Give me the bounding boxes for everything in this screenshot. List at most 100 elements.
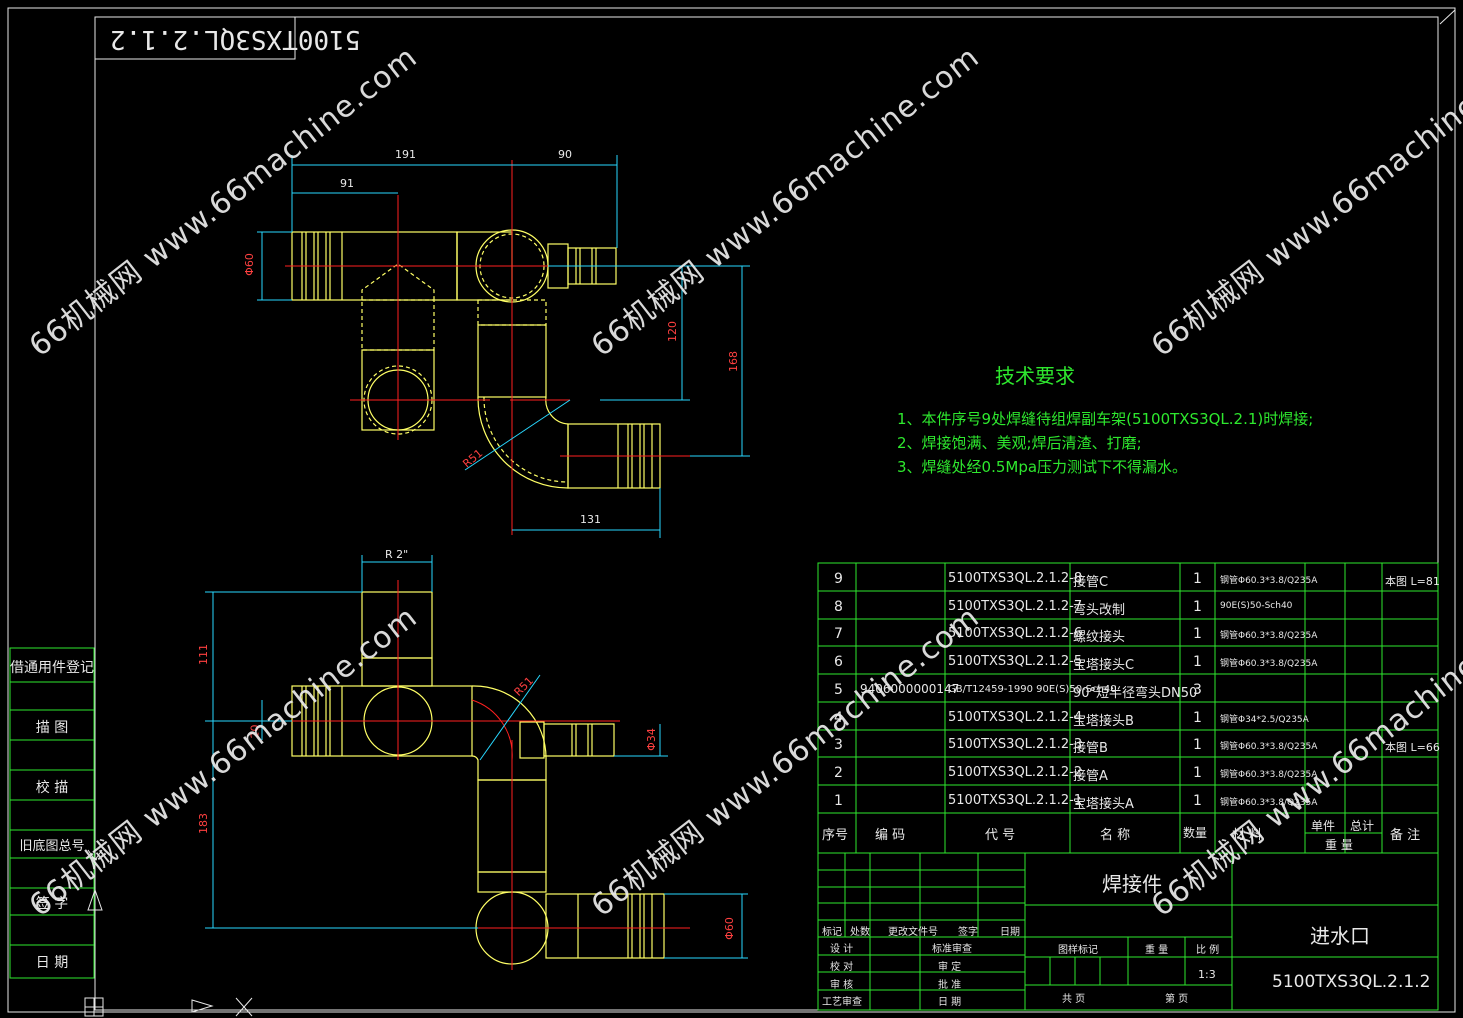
title-scale: 1:3 [1198,968,1216,981]
bom-cell-mat: 钢管Φ60.3*3.8/Q235A [1220,798,1318,808]
title-drawing-no: 5100TXS3QL.2.1.2 [1272,972,1431,992]
bom-header-code: 编 码 [875,828,906,843]
bom-cell-qty: 1 [1193,710,1202,726]
title-part-name: 进水口 [1310,924,1370,948]
bom-header-no: 序号 [822,828,849,843]
title-scale-label: 比 例 [1196,945,1220,956]
bom-cell-part: 5100TXS3QL.2.1.2-5 [948,654,1083,669]
signature-label: 批 准 [938,980,962,991]
bom-cell-part: 5100TXS3QL.2.1.2-1 [948,793,1083,808]
bom-cell-name: 90°短半径弯头DN50 [1073,686,1198,701]
dim-phi34: Φ34 [644,728,658,751]
dim-20: 20 [248,724,262,739]
side-label-trace: 描 图 [35,720,69,736]
bom-cell-no: 9 [834,571,843,587]
bom-header-qty: 数量 [1183,826,1208,840]
bom-header-mat: 材 料 [1232,828,1263,843]
title-sheet-no: 第 页 [1165,994,1189,1005]
title-weight-label: 重 量 [1145,945,1169,956]
tech-line-1: 1、本件序号9处焊缝待组焊副车架(5100TXS3QL.2.1)时焊接; [897,410,1314,428]
title-stage-label: 图样标记 [1058,945,1098,956]
bom-cell-mat: 钢管Φ34*2.5/Q235A [1220,715,1309,725]
revision-label: 日期 [1000,927,1020,938]
bom-cell-mat: 钢管Φ60.3*3.8/Q235A [1220,576,1318,586]
bom-header-part: 代 号 [985,828,1016,843]
side-label-sign: 签 字 [35,896,69,912]
signature-label: 设 计 [830,944,854,955]
bom-cell-mat: 钢管Φ60.3*3.8/Q235A [1220,742,1318,752]
bom-cell-no: 6 [834,654,843,670]
signature-label: 工艺审查 [822,997,862,1008]
bom-cell-qty: 1 [1193,599,1202,615]
bom-cell-part: GB/T12459-1990 90E(S)50-Sch40 [948,684,1117,695]
bom-cell-no: 8 [834,599,843,615]
bom-cell-name: 宝塔接头C [1073,658,1135,673]
bom-cell-no: 4 [834,710,843,726]
dim-183: 183 [197,813,210,834]
signature-label: 审 核 [830,980,854,991]
bom-cell-mat: 90E(S)50-Sch40 [1220,601,1293,611]
bom-cell-no: 2 [834,765,843,781]
dim-111: 111 [197,644,210,665]
signature-label: 校 对 [830,962,854,973]
drawing-number-stamp: 5100TXS3QL.2.1.2 [110,24,361,54]
bom-cell-name: 弯头改制 [1073,603,1126,618]
bom-cell-qty: 1 [1193,737,1202,753]
bom-cell-name: 接管C [1073,575,1109,590]
bom-cell-no: 1 [834,793,843,809]
dim-168: 168 [727,351,740,372]
revision-label: 处数 [850,927,870,938]
bom-cell-mat: 钢管Φ60.3*3.8/Q235A [1220,659,1318,669]
bom-cell-part: 5100TXS3QL.2.1.2-4 [948,710,1083,725]
side-label-check: 校 描 [35,780,69,796]
dim-191: 191 [395,148,416,161]
bom-cell-qty: 1 [1193,571,1202,587]
signature-label: 标准审查 [932,944,972,955]
bom-header-name: 名 称 [1100,828,1131,843]
bom-cell-mat: 钢管Φ60.3*3.8/Q235A [1220,631,1318,641]
bom-cell-part: 5100TXS3QL.2.1.2-7 [948,599,1083,614]
revision-label: 标记 [822,927,842,938]
tech-line-2: 2、焊接饱满、美观;焊后清渣、打磨; [897,434,1142,452]
bom-header-note: 备 注 [1390,828,1421,843]
bom-cell-qty: 1 [1193,654,1202,670]
dim-phi60-top: Φ60 [242,253,256,276]
bom-cell-name: 宝塔接头A [1073,797,1134,812]
bom-header-total: 总计 [1350,819,1375,833]
signature-label: 审 定 [938,962,962,973]
dim-90: 90 [558,148,572,161]
revision-label: 更改文件号 [888,927,938,938]
title-sheets-total: 共 页 [1062,994,1086,1005]
signature-label: 日 期 [938,997,962,1008]
bom-cell-name: 螺纹接头 [1073,630,1126,645]
dim-91: 91 [340,177,354,190]
tech-requirements-title: 技术要求 [995,364,1075,388]
bom-cell-note: 本图 L=81 [1385,575,1440,588]
bom-cell-no: 7 [834,626,843,642]
side-label-old-no: 旧底图总号 [19,839,85,854]
bom-cell-name: 接管A [1073,769,1108,784]
bom-cell-mat: 钢管Φ60.3*3.8/Q235A [1220,770,1318,780]
dim-120: 120 [666,321,679,342]
title-weld-part: 焊接件 [1102,872,1162,896]
bom-cell-part: 5100TXS3QL.2.1.2-8 [948,571,1083,586]
bom-cell-qty: 1 [1193,626,1202,642]
bom-header-weight: 重 量 [1325,838,1353,852]
side-label-date: 日 期 [35,955,69,971]
side-label-borrow: 借通用件登记 [10,660,94,676]
bom-cell-qty: 1 [1193,793,1202,809]
bom-header-unit: 单件 [1311,819,1336,833]
dim-131: 131 [580,513,601,526]
bom-cell-part: 5100TXS3QL.2.1.2-3 [948,737,1083,752]
tech-line-3: 3、焊缝处经0.5Mpa压力测试下不得漏水。 [897,458,1188,476]
dim-r2: R 2" [385,548,409,561]
bom-cell-no: 3 [834,737,843,753]
bom-cell-qty: 1 [1193,765,1202,781]
bom-cell-name: 宝塔接头B [1073,714,1134,729]
bom-cell-name: 接管B [1073,741,1108,756]
bom-cell-code: 9406000000147 [860,682,960,696]
bom-cell-part: 5100TXS3QL.2.1.2-6 [948,626,1083,641]
bom-cell-no: 5 [834,682,843,698]
bom-cell-note: 本图 L=66 [1385,741,1440,754]
